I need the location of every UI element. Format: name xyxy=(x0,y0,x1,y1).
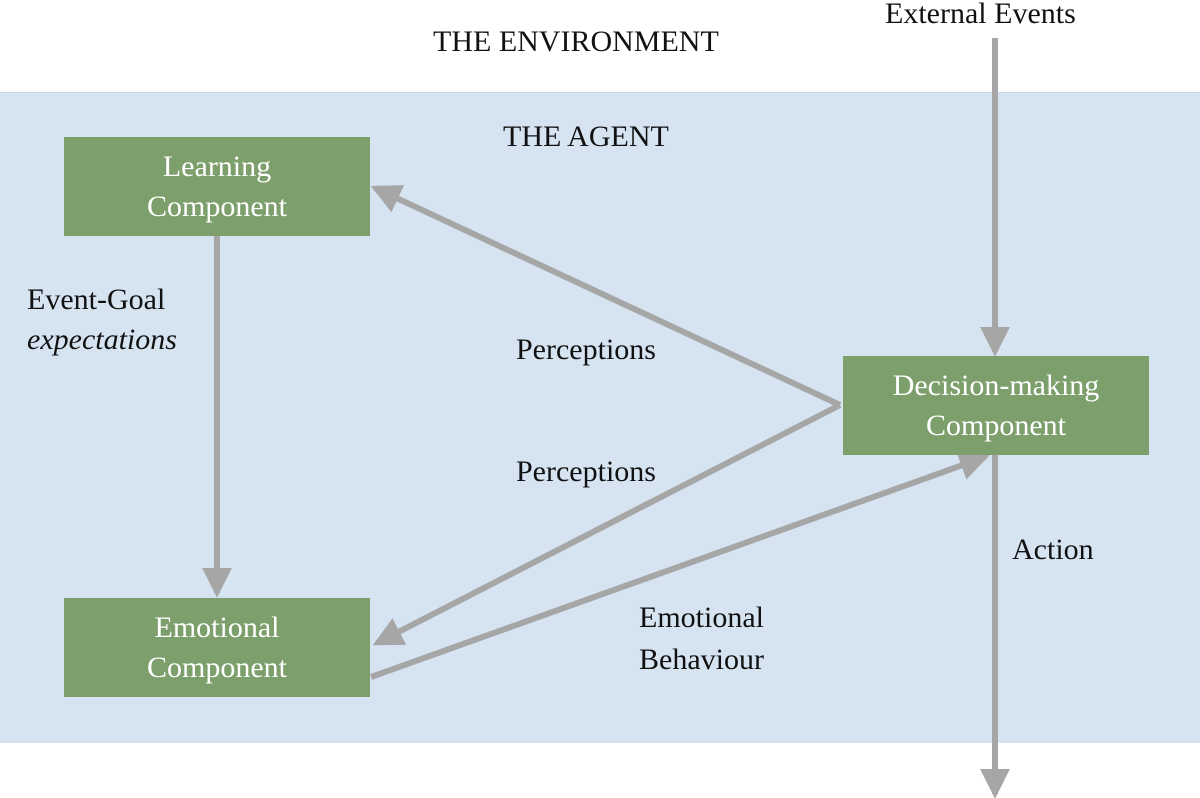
emotional-behaviour-label-line2: Behaviour xyxy=(639,643,764,676)
agent-title: THE AGENT xyxy=(503,120,669,153)
learning-component: Learning Component xyxy=(64,137,370,236)
perceptions-lower-arrow xyxy=(372,402,842,646)
expectations-label: expectations xyxy=(27,323,177,356)
environment-title: THE ENVIRONMENT xyxy=(433,25,719,58)
emotional-component: Emotional Component xyxy=(64,598,370,697)
learning-component-line1: Learning xyxy=(162,149,272,183)
decision-making-component: Decision-making Component xyxy=(843,356,1149,455)
perceptions-lower-label: Perceptions xyxy=(516,455,656,488)
learning-component-line2: Component xyxy=(147,189,287,223)
emotional-behaviour-label-line1: Emotional xyxy=(639,601,764,634)
event-goal-label: Event-Goal xyxy=(27,283,166,316)
decision-component-line2: Component xyxy=(926,408,1066,442)
action-label: Action xyxy=(1012,533,1094,566)
perceptions-upper-label: Perceptions xyxy=(516,333,656,366)
emotional-component-line1: Emotional xyxy=(154,610,280,644)
emotional-behaviour-arrow xyxy=(369,451,990,680)
emotional-component-line2: Component xyxy=(147,650,287,684)
perceptions-upper-arrow xyxy=(370,185,842,408)
external-events-label: External Events xyxy=(885,0,1076,30)
decision-component-line1: Decision-making xyxy=(892,368,1100,402)
